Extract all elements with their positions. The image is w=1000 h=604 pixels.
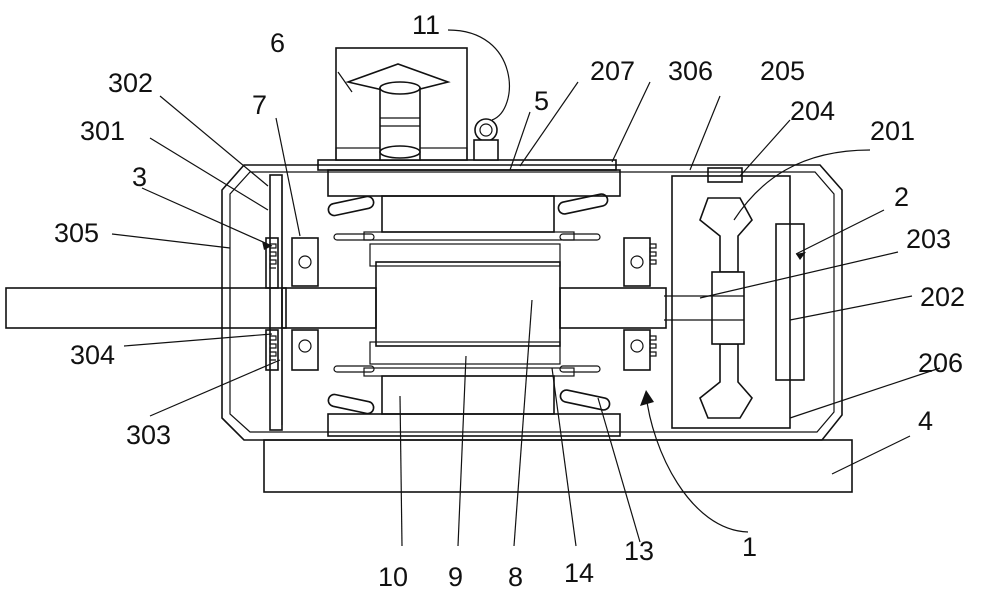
end-cover-plate [269, 174, 283, 431]
label-205: 205 [760, 56, 805, 86]
label-301: 301 [80, 116, 125, 146]
arrow-2 [796, 252, 806, 260]
fan-blade-lower [699, 343, 753, 419]
bearing-seat-lower [265, 329, 279, 371]
stator-bottom-plate [327, 413, 621, 437]
stator-core-upper [381, 195, 555, 233]
label-305: 305 [54, 218, 99, 248]
fan-cover-lug [707, 167, 743, 183]
label-3: 3 [132, 162, 147, 192]
label-207: 207 [590, 56, 635, 86]
stator-top-plate [327, 169, 621, 197]
base-plate [263, 439, 853, 493]
motor-shaft [5, 287, 287, 329]
label-6: 6 [270, 28, 285, 58]
label-302: 302 [108, 68, 153, 98]
fan-chamber [671, 175, 791, 429]
label-14: 14 [564, 558, 594, 588]
arrow-3 [262, 241, 272, 250]
label-1: 1 [742, 532, 757, 562]
outer-housing [221, 164, 843, 441]
label-11: 11 [412, 10, 440, 40]
label-8: 8 [508, 562, 523, 592]
filter-screen [775, 223, 805, 381]
label-4: 4 [918, 406, 933, 436]
fan-hub [711, 271, 745, 345]
bearing-right-lower [623, 329, 651, 371]
label-306: 306 [668, 56, 713, 86]
label-202: 202 [920, 282, 965, 312]
label-2: 2 [894, 182, 909, 212]
winding-end-lower-left [327, 393, 375, 415]
label-206: 206 [918, 348, 963, 378]
label-303: 303 [126, 420, 171, 450]
rotor [375, 261, 561, 347]
winding-end-upper-right [557, 193, 609, 215]
bearing-seat-upper [265, 237, 279, 289]
winding-end-upper-left [327, 195, 375, 217]
label-10: 10 [378, 562, 408, 592]
bearing-right-upper [623, 237, 651, 287]
label-201: 201 [870, 116, 915, 146]
stator-core-lower [381, 375, 555, 415]
winding-end-lower-right [559, 389, 611, 411]
bearing-left-lower [291, 329, 319, 371]
label-13: 13 [624, 536, 654, 566]
fan-blade-upper [699, 197, 753, 273]
leader-lines [111, 29, 941, 547]
label-304: 304 [70, 340, 115, 370]
label-5: 5 [534, 86, 549, 116]
label-204: 204 [790, 96, 835, 126]
label-203: 203 [906, 224, 951, 254]
label-7: 7 [252, 90, 267, 120]
lifting-ring [474, 118, 498, 142]
bearing-left-upper [291, 237, 319, 287]
arrow-1 [640, 390, 654, 406]
label-9: 9 [448, 562, 463, 592]
